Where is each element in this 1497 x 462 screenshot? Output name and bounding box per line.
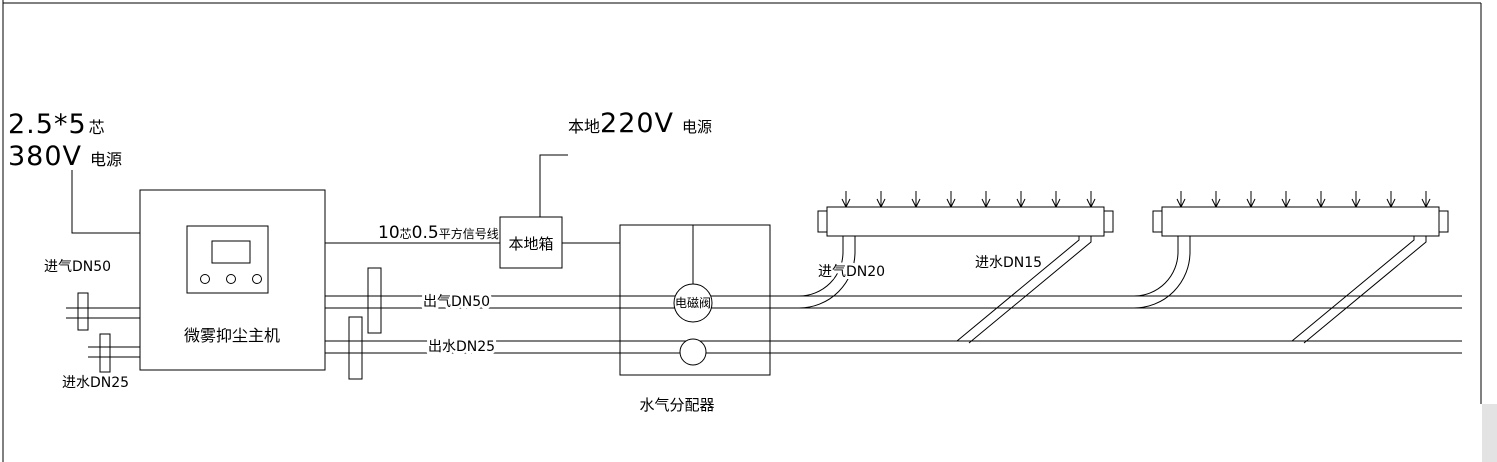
signal-cable-label: 10芯0.5平方信号线 — [378, 223, 499, 243]
air-outlet-flange — [367, 267, 382, 334]
power-380v-feed-line — [71, 170, 140, 234]
solenoid-valve-symbol — [673, 283, 713, 323]
water-outlet-flange — [348, 316, 363, 380]
manifold-water-inlet-label: 进水DN15 — [975, 255, 1042, 271]
distributor-box — [619, 224, 771, 376]
display-screen — [211, 240, 251, 264]
water-inlet-flange — [99, 333, 111, 373]
scrollbar-thumb[interactable] — [1482, 404, 1497, 462]
solenoid-valve-label: 电磁阀 — [675, 295, 711, 310]
air-inlet-flange — [77, 292, 89, 331]
water-inlet-label: 进水DN25 — [62, 375, 129, 391]
local-box-label: 本地箱 — [508, 235, 553, 253]
distributor-label: 水气分配器 — [639, 396, 714, 414]
main-unit-label: 微雾抑尘主机 — [184, 326, 280, 345]
manifold-air-inlet-label: 进气DN20 — [818, 264, 885, 280]
control-panel — [186, 225, 269, 294]
water-valve-symbol — [679, 338, 707, 366]
water-outlet-label: 出水DN25 — [428, 339, 495, 355]
panel-button[interactable] — [226, 274, 236, 284]
panel-button[interactable] — [252, 274, 262, 284]
curved-work — [200, 191, 1449, 366]
air-inlet-label: 进气DN50 — [44, 259, 111, 275]
main-unit-box — [139, 189, 326, 371]
power-220v-feed-line — [539, 154, 568, 217]
spray-manifold-2 — [1134, 191, 1448, 343]
panel-button[interactable] — [200, 274, 210, 284]
air-outlet-label: 出气DN50 — [423, 294, 490, 310]
